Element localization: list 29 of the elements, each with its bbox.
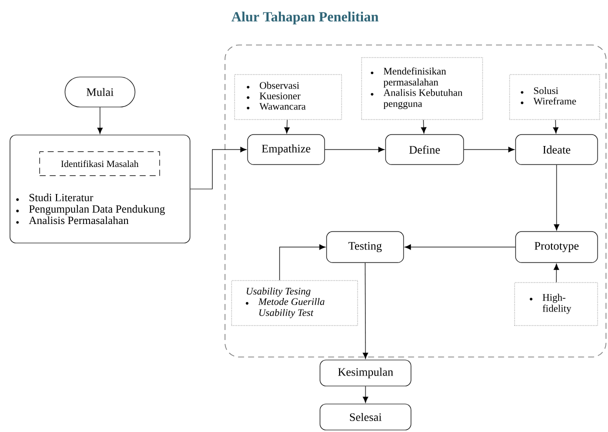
process-box: Empathize <box>247 134 325 165</box>
note-box: Usability Tesing Metode Guerilla Usability Test <box>231 280 358 326</box>
arrow <box>284 120 290 134</box>
note-box: Observasi Kuesioner Wawancara <box>234 74 342 120</box>
process-box: Prototype <box>515 231 598 263</box>
group-boundary <box>224 44 606 358</box>
arrow <box>362 262 368 359</box>
arrow <box>362 386 368 403</box>
arrow <box>404 244 516 250</box>
process-box: Define <box>385 134 464 165</box>
arrow <box>554 264 560 283</box>
arrow <box>420 120 426 134</box>
start-terminal: Mulai <box>64 76 136 108</box>
process-box: Kesimpulan <box>320 360 412 386</box>
process-box: Ideate <box>515 134 598 165</box>
process-box: Selesai <box>320 404 412 430</box>
note-box: Mendefinisikan permasalahan Analisis Kebutuhan pengguna <box>361 57 483 120</box>
arrow <box>553 120 558 134</box>
arrow <box>279 244 326 281</box>
title: Alur Tahapan Penelitian <box>232 12 378 24</box>
arrow <box>97 107 103 134</box>
arrow <box>190 146 247 190</box>
process-box: Testing <box>326 231 404 263</box>
section-box: Identifikasi Masalah <box>39 151 160 176</box>
note-box: High-fidelity <box>514 282 598 326</box>
note-box: Solusi Wireframe <box>509 74 600 120</box>
arrow <box>554 164 560 230</box>
arrow <box>324 146 384 152</box>
arrow <box>464 146 514 152</box>
